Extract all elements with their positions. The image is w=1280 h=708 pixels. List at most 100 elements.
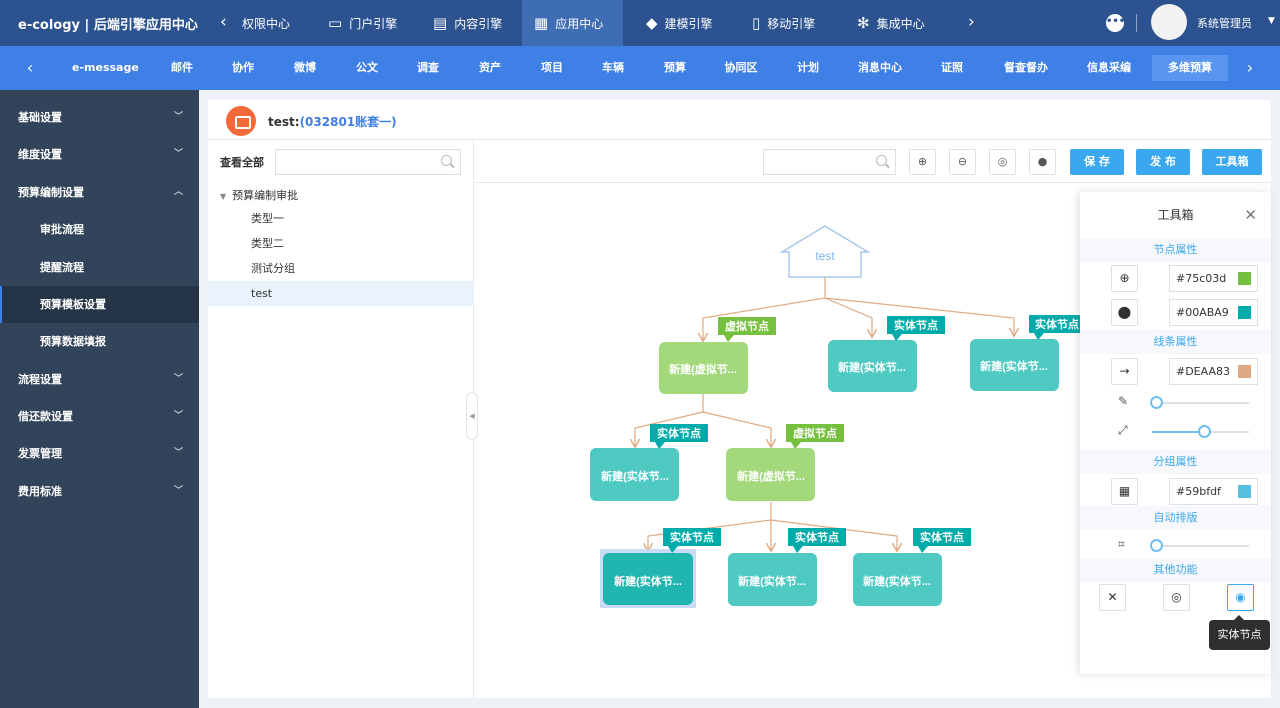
- sidebar-item-loan[interactable]: 借还款设置﹀: [0, 398, 199, 435]
- document-icon: ▤: [433, 13, 448, 32]
- line-width-slider[interactable]: [1150, 396, 1249, 409]
- sidebar-item-invoice[interactable]: 发票管理﹀: [0, 435, 199, 472]
- topnav-integration[interactable]: ✻集成中心: [857, 13, 925, 32]
- entity-node-selected[interactable]: [600, 528, 721, 608]
- subnav-item[interactable]: 信息采编: [1087, 61, 1131, 74]
- canvas-search-input[interactable]: [763, 149, 896, 175]
- subnav-item[interactable]: 调查: [417, 61, 439, 74]
- tree-node-selected[interactable]: test: [208, 281, 473, 306]
- subnav-item[interactable]: e-message: [72, 61, 139, 74]
- chevron-left-icon[interactable]: ‹: [26, 58, 34, 77]
- virtual-node[interactable]: [726, 424, 844, 501]
- view-all-label[interactable]: 查看全部: [220, 156, 264, 169]
- arrow-right-icon[interactable]: →: [1111, 358, 1138, 385]
- color-swatch[interactable]: [1238, 272, 1251, 285]
- color-swatch[interactable]: [1238, 306, 1251, 319]
- tree-node[interactable]: 类型一: [251, 212, 284, 225]
- subnav-item[interactable]: 预算: [664, 61, 686, 74]
- subnav-item[interactable]: 微博: [294, 61, 316, 74]
- entity-node[interactable]: [853, 528, 971, 606]
- zoom-in-icon[interactable]: ⊕: [909, 149, 936, 175]
- subnav-item[interactable]: 督查督办: [1004, 61, 1048, 74]
- add-node-filled-icon[interactable]: ⬤: [1111, 299, 1138, 326]
- chevron-right-icon[interactable]: ›: [1246, 58, 1254, 77]
- spacing-slider[interactable]: [1152, 425, 1249, 438]
- node-label: 新建(实体节...: [980, 359, 1048, 373]
- slider-knob[interactable]: [1150, 396, 1163, 409]
- entity-node[interactable]: [970, 315, 1085, 391]
- slider-knob[interactable]: [1150, 539, 1163, 552]
- entity-node-icon[interactable]: ◉: [1227, 584, 1254, 611]
- tree-node[interactable]: 测试分组: [251, 262, 295, 275]
- root-node[interactable]: [779, 225, 871, 278]
- color-swatch[interactable]: [1238, 365, 1251, 378]
- diagram-canvas[interactable]: ⊕ ⊖ ◎ ● 保 存 发 布 工具箱 ◀: [466, 140, 1271, 698]
- entity-node[interactable]: [828, 316, 945, 392]
- topnav-permission[interactable]: 权限中心: [242, 16, 291, 31]
- node-label: 新建(虚拟节...: [669, 362, 737, 376]
- subnav-item[interactable]: 车辆: [602, 61, 624, 74]
- sidebar-sub-reminder[interactable]: 提醒流程: [40, 261, 84, 274]
- section-auto-layout: 自动排版: [1080, 506, 1271, 530]
- auto-layout-slider[interactable]: [1150, 539, 1249, 552]
- subnav-item[interactable]: 公文: [356, 61, 378, 74]
- entity-node[interactable]: [728, 528, 846, 606]
- subnav-item[interactable]: 计划: [797, 61, 819, 74]
- group-color-input[interactable]: #59bfdf: [1169, 478, 1258, 505]
- sidebar-item-workflow[interactable]: 流程设置﹀: [0, 361, 199, 398]
- chevron-down-icon[interactable]: ▼: [1268, 16, 1275, 26]
- tree-search-input[interactable]: [275, 149, 461, 175]
- grid-icon[interactable]: ▦: [1111, 478, 1138, 505]
- zoom-out-icon[interactable]: ⊖: [949, 149, 976, 175]
- sidebar-sub-template[interactable]: 预算模板设置: [0, 286, 199, 323]
- locate-icon[interactable]: ◎: [989, 149, 1016, 175]
- publish-button[interactable]: 发 布: [1136, 149, 1190, 175]
- locate-icon[interactable]: ◎: [1163, 584, 1190, 611]
- subnav-item[interactable]: 邮件: [171, 61, 193, 74]
- collapse-handle[interactable]: ◀: [466, 392, 478, 440]
- tree-root[interactable]: ▼预算编制审批: [220, 189, 299, 202]
- sidebar-item-basic[interactable]: 基础设置﹀: [0, 99, 199, 136]
- add-node-icon[interactable]: ⊕: [1111, 265, 1138, 292]
- caret-down-icon: ▼: [220, 192, 227, 201]
- sidebar-sub-approval[interactable]: 审批流程: [40, 223, 84, 236]
- node-tag: 实体节点: [920, 530, 964, 544]
- close-icon[interactable]: ✕: [1099, 584, 1126, 611]
- virtual-node[interactable]: [659, 317, 776, 394]
- subnav-item[interactable]: 协作: [232, 61, 254, 74]
- color-swatch[interactable]: [1238, 485, 1251, 498]
- nav-next-icon[interactable]: ›: [968, 12, 975, 32]
- save-button[interactable]: 保 存: [1070, 149, 1124, 175]
- sidebar-item-dimension[interactable]: 维度设置﹀: [0, 136, 199, 173]
- node-fill-color-input[interactable]: #00ABA9: [1169, 299, 1258, 326]
- tree-node[interactable]: 类型二: [251, 237, 284, 250]
- toolbox-button[interactable]: 工具箱: [1202, 149, 1262, 175]
- close-icon[interactable]: ✕: [1244, 206, 1257, 224]
- subnav-item[interactable]: 协同区: [724, 61, 758, 74]
- topnav-apps[interactable]: ▦应用中心: [522, 0, 623, 46]
- username[interactable]: 系统管理员: [1197, 17, 1252, 30]
- subnav-item-active[interactable]: 多维预算: [1152, 55, 1228, 81]
- node-add-color-input[interactable]: #75c03d: [1169, 265, 1258, 292]
- nav-prev-icon[interactable]: ‹: [220, 12, 227, 32]
- avatar[interactable]: [1151, 4, 1187, 40]
- app-logo[interactable]: e-cology | 后端引擎应用中心: [18, 18, 198, 33]
- section-line-properties: 线条属性: [1080, 330, 1271, 354]
- line-color-input[interactable]: #DEAA83: [1169, 358, 1258, 385]
- locate-filled-icon[interactable]: ●: [1029, 149, 1056, 175]
- subnav-item[interactable]: 消息中心: [858, 61, 902, 74]
- entity-node[interactable]: [590, 424, 708, 501]
- subnav-item[interactable]: 项目: [541, 61, 563, 74]
- sidebar-sub-data-fill[interactable]: 预算数据填报: [40, 335, 106, 348]
- topnav-content[interactable]: ▤内容引擎: [433, 13, 503, 32]
- topnav-portal[interactable]: ▭门户引擎: [328, 13, 398, 32]
- topnav-mobile[interactable]: ▯移动引擎: [752, 13, 816, 32]
- sidebar-item-expense[interactable]: 费用标准﹀: [0, 473, 199, 510]
- sidebar-item-budget-setup[interactable]: 预算编制设置︿: [0, 174, 199, 211]
- slider-knob[interactable]: [1198, 425, 1211, 438]
- more-icon[interactable]: •••: [1106, 14, 1125, 32]
- subnav-item[interactable]: 证照: [941, 61, 963, 74]
- subnav-item[interactable]: 资产: [479, 61, 501, 74]
- node-tag: 实体节点: [894, 318, 938, 332]
- topnav-modeling[interactable]: ◆建模引擎: [646, 13, 713, 32]
